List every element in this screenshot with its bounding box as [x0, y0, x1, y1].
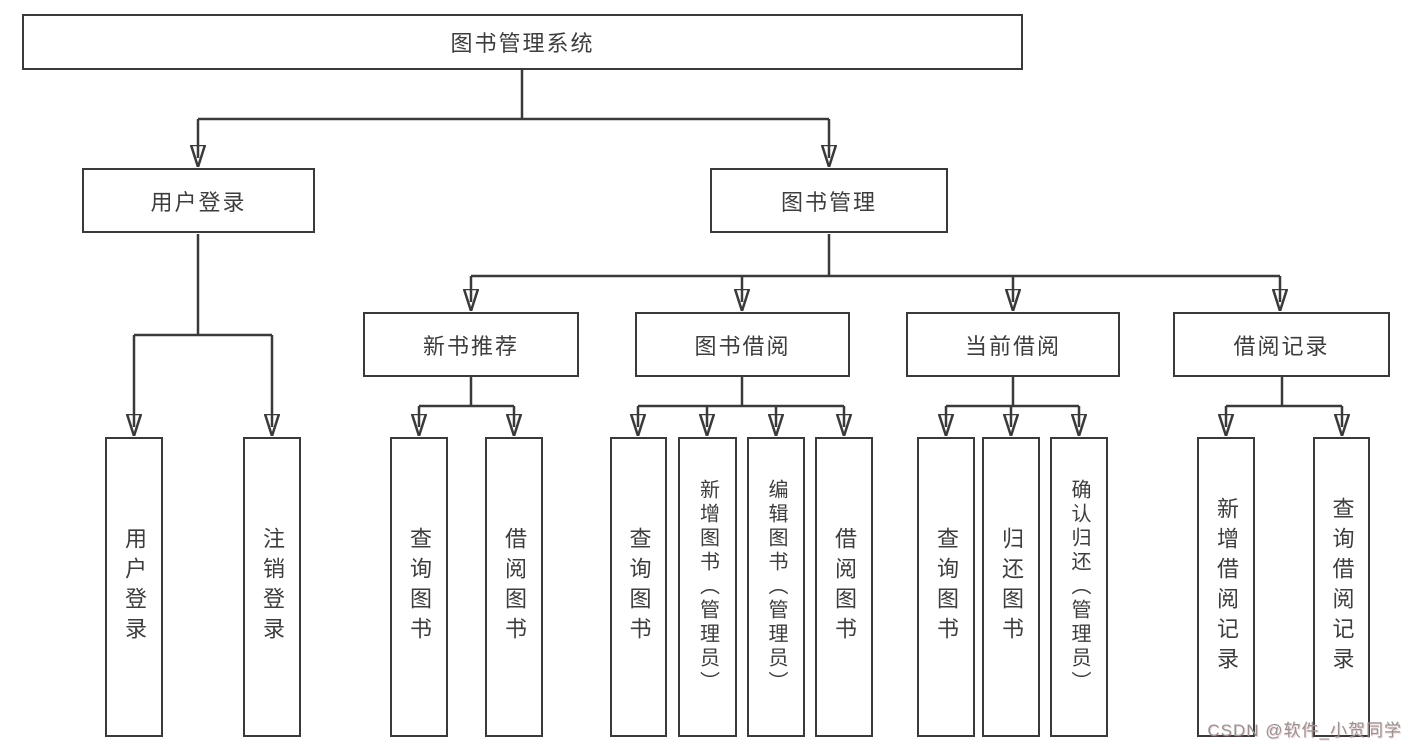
node-label: 新书推荐 — [422, 333, 519, 359]
node-label: 当前借阅 — [964, 333, 1061, 359]
csdn-watermark: CSDN @软件_小贺同学 — [1207, 721, 1402, 740]
node-label: 借阅记录 — [1233, 333, 1330, 359]
node-label: 借阅图书 — [502, 527, 527, 647]
node-label: 图书借阅 — [694, 333, 791, 359]
leaf-query-borrow-record: 查询借阅记录 — [1313, 437, 1370, 737]
node-label: 借阅图书 — [832, 527, 857, 647]
leaf-add-borrow-record: 新增借阅记录 — [1197, 437, 1255, 737]
node-label: 查询图书 — [626, 527, 652, 647]
leaf-query-books-recommend: 查询图书 — [390, 437, 448, 737]
node-book-borrow: 图书借阅 — [635, 312, 850, 377]
node-label: 用户登录 — [122, 527, 147, 647]
leaf-return-books: 归还图书 — [982, 437, 1040, 737]
node-label: 图书管理 — [780, 189, 877, 215]
leaf-confirm-return-admin: 确认归还（管理员） — [1050, 437, 1108, 737]
node-label: 确认归还（管理员） — [1068, 479, 1090, 695]
leaf-query-books-current: 查询图书 — [917, 437, 975, 737]
node-label: 查询借阅记录 — [1329, 497, 1355, 677]
node-borrow-record: 借阅记录 — [1173, 312, 1390, 377]
node-current-borrow: 当前借阅 — [906, 312, 1120, 377]
leaf-edit-books-admin: 编辑图书（管理员） — [747, 437, 805, 737]
node-label: 新增图书（管理员） — [696, 479, 719, 695]
node-label: 查询图书 — [407, 527, 432, 647]
node-label: 图书管理系统 — [450, 31, 595, 56]
node-label: 查询图书 — [934, 527, 959, 647]
node-book-management: 图书管理 — [710, 168, 948, 233]
leaf-borrow-books: 借阅图书 — [815, 437, 873, 737]
leaf-logout: 注销登录 — [243, 437, 301, 737]
node-label: 新增借阅记录 — [1214, 497, 1239, 677]
node-new-book-recommend: 新书推荐 — [363, 312, 579, 377]
leaf-borrow-books-recommend: 借阅图书 — [485, 437, 543, 737]
leaf-query-books-borrow: 查询图书 — [610, 437, 667, 737]
leaf-add-books-admin: 新增图书（管理员） — [678, 437, 737, 737]
node-label: 注销登录 — [260, 527, 285, 647]
node-label: 编辑图书（管理员） — [765, 479, 787, 695]
node-label: 用户登录 — [150, 189, 247, 215]
node-root-library-system: 图书管理系统 — [22, 14, 1023, 70]
node-label: 归还图书 — [999, 527, 1024, 647]
leaf-user-login: 用户登录 — [105, 437, 163, 737]
node-user-login: 用户登录 — [82, 168, 315, 233]
